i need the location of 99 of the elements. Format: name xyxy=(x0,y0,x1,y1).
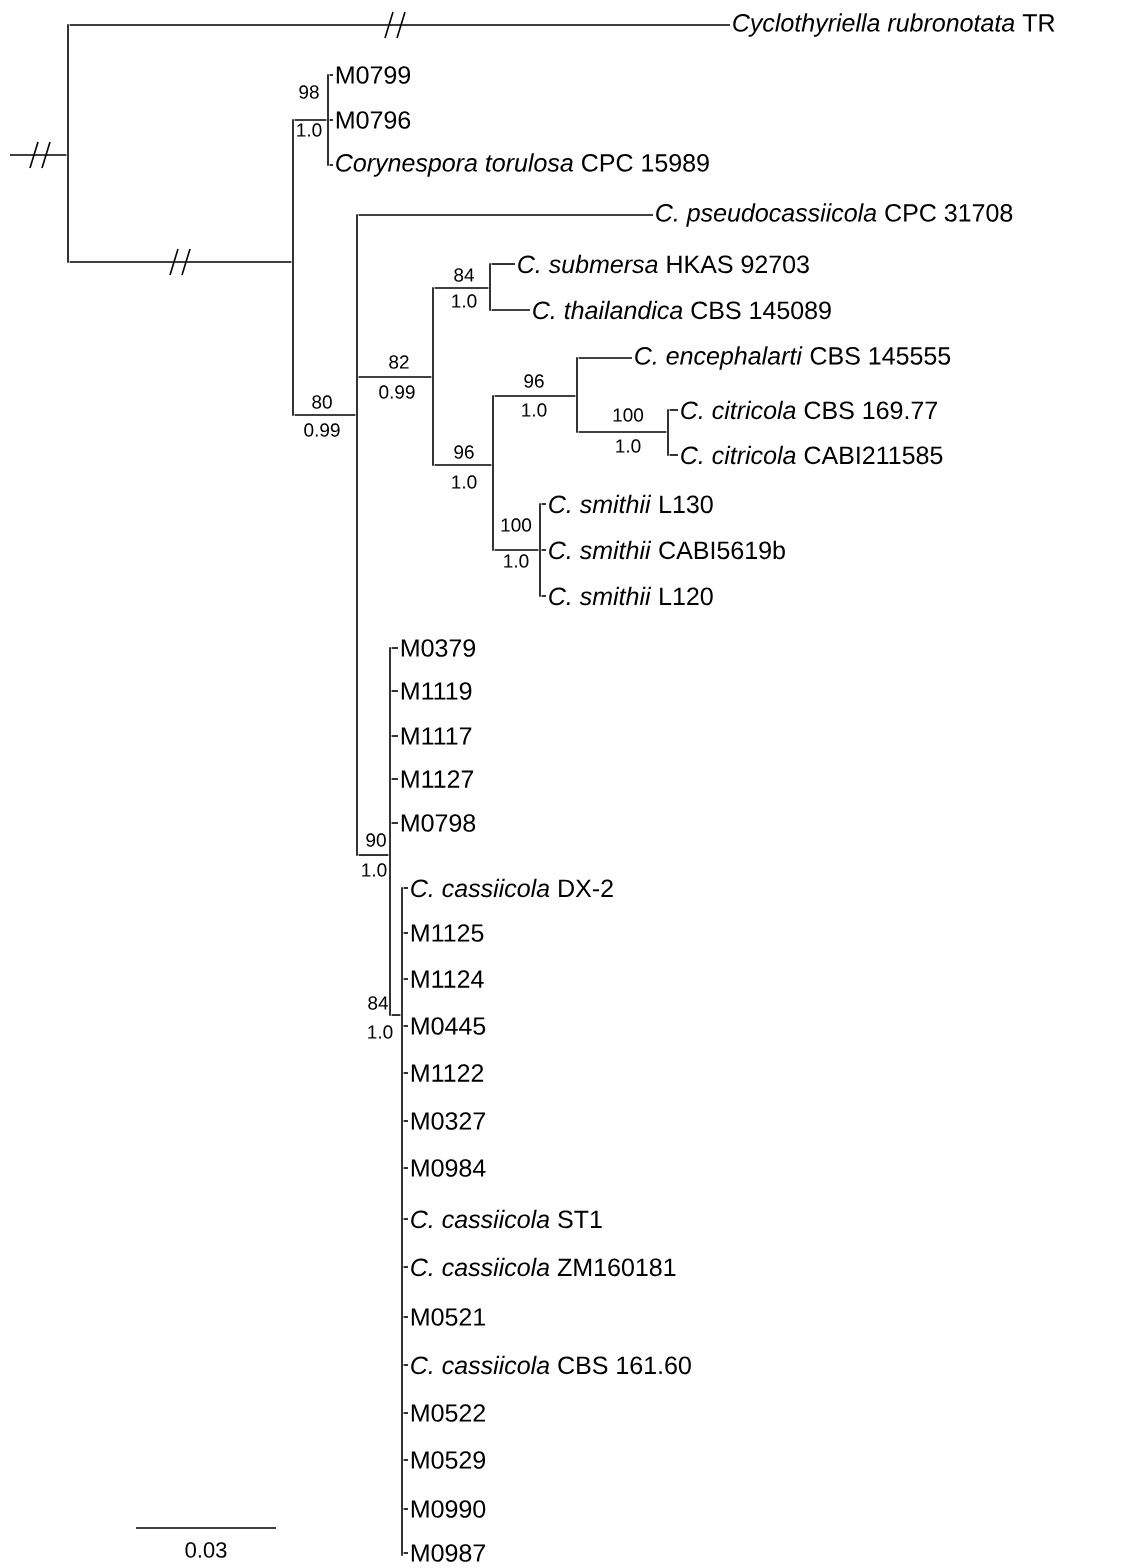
support-value: 100 xyxy=(613,408,644,422)
branch-line xyxy=(402,1552,409,1554)
branch-line xyxy=(402,978,409,980)
branch-line xyxy=(390,735,399,737)
support-value: 90 xyxy=(366,833,386,847)
branch-line xyxy=(402,1364,409,1366)
taxon-label: M1124 xyxy=(411,970,484,988)
support-value: 0.99 xyxy=(304,423,340,437)
taxon-label: C. cassiicola ZM160181 xyxy=(411,1257,676,1277)
branch-line xyxy=(293,414,357,416)
taxon-label: M0984 xyxy=(411,1159,486,1177)
support-value: 1.0 xyxy=(362,863,387,877)
branch-line xyxy=(9,141,68,169)
branch-line xyxy=(402,1459,409,1461)
taxon-label: C. smithii L120 xyxy=(549,586,713,606)
taxon-label: M0990 xyxy=(411,1500,486,1518)
support-value: 0.99 xyxy=(379,385,415,399)
support-value: 80 xyxy=(312,395,332,409)
taxon-label: M0799 xyxy=(336,66,411,84)
taxon-label: M0379 xyxy=(401,639,476,657)
support-value: 1.0 xyxy=(452,475,477,489)
branch-line xyxy=(328,164,334,166)
taxon-label: M0522 xyxy=(411,1404,485,1422)
support-value: 96 xyxy=(524,374,544,388)
support-value: 1.0 xyxy=(297,123,322,137)
branch-line xyxy=(390,1014,402,1016)
taxon-label: M1117 xyxy=(401,727,472,745)
branch-line xyxy=(357,376,433,378)
branch-line xyxy=(490,309,531,311)
branch-line xyxy=(433,287,490,289)
taxon-label: Cyclothyriella rubronotata TR xyxy=(733,13,1055,37)
branch-line xyxy=(390,778,399,780)
branch-line xyxy=(668,409,679,411)
taxon-label: C. cassiicola DX-2 xyxy=(411,878,613,898)
branch-line xyxy=(357,214,654,216)
support-value: 1.0 xyxy=(522,403,547,417)
branch-line xyxy=(402,1025,409,1027)
taxon-label: M0445 xyxy=(411,1017,486,1035)
taxon-label: C. smithii CABI5619b xyxy=(549,540,785,560)
taxon-label: C. citricola CABI211585 xyxy=(681,445,943,465)
taxon-label: M0521 xyxy=(411,1308,485,1326)
taxon-label: M0327 xyxy=(411,1112,485,1130)
support-value: 1.0 xyxy=(504,554,529,568)
support-value: 84 xyxy=(454,268,474,282)
branch-line xyxy=(293,119,328,121)
taxon-label: Corynespora torulosa CPC 15989 xyxy=(336,153,709,177)
taxon-label: C. thailandica CBS 145089 xyxy=(533,300,831,320)
branch-line xyxy=(357,854,390,856)
taxon-label: C. cassiicola ST1 xyxy=(411,1209,602,1229)
branch-line xyxy=(577,357,633,359)
taxon-label: M0987 xyxy=(411,1544,485,1562)
branch-line xyxy=(402,1218,409,1220)
support-value: 1.0 xyxy=(452,294,477,308)
branch-line xyxy=(577,431,668,433)
branch-line xyxy=(493,549,540,551)
taxon-label: M0798 xyxy=(401,814,476,832)
branch-line xyxy=(390,647,399,649)
branch-line xyxy=(402,1072,409,1074)
branch-line xyxy=(433,464,493,466)
taxon-label: C. citricola CBS 169.77 xyxy=(681,400,937,420)
branch-line xyxy=(402,887,409,889)
branch-line xyxy=(402,1167,409,1169)
taxon-label: C. smithii L130 xyxy=(549,494,713,514)
scale-label: 0.03 xyxy=(185,1542,227,1558)
branch-line xyxy=(390,690,399,692)
branch-line xyxy=(68,248,293,276)
support-value: 1.0 xyxy=(616,439,641,453)
taxon-label: C. cassiicola CBS 161.60 xyxy=(411,1355,691,1375)
branch-line xyxy=(540,595,547,597)
support-value: 84 xyxy=(368,996,388,1010)
branch-line xyxy=(490,263,516,265)
branch-line xyxy=(540,503,547,505)
branch-line xyxy=(328,74,334,76)
branch-line xyxy=(402,1266,409,1268)
branch-line xyxy=(390,822,399,824)
branch-line xyxy=(402,1508,409,1510)
support-value: 1.0 xyxy=(368,1025,393,1039)
branch-line xyxy=(402,1412,409,1414)
taxon-label: M1125 xyxy=(411,924,484,942)
branch-line xyxy=(402,932,409,934)
branch-line xyxy=(402,1120,409,1122)
branch-line xyxy=(402,1316,409,1318)
branch-line xyxy=(68,11,731,39)
taxon-label: C. encephalarti CBS 145555 xyxy=(635,346,951,370)
taxon-label: M1122 xyxy=(411,1064,484,1082)
taxon-label: C. submersa HKAS 92703 xyxy=(518,254,809,274)
taxon-label: M1119 xyxy=(401,682,472,700)
taxon-label: M1127 xyxy=(401,770,474,788)
taxon-label: M0796 xyxy=(336,111,411,129)
support-value: 82 xyxy=(389,355,409,369)
branch-line xyxy=(540,549,547,551)
branch-line xyxy=(328,119,334,121)
branch-line xyxy=(493,395,577,397)
taxon-label: C. pseudocassiicola CPC 31708 xyxy=(656,203,1013,227)
support-value: 100 xyxy=(501,518,532,532)
support-value: 96 xyxy=(454,445,474,459)
support-value: 98 xyxy=(299,85,319,99)
taxon-label: M0529 xyxy=(411,1451,486,1469)
branch-line xyxy=(668,454,679,456)
